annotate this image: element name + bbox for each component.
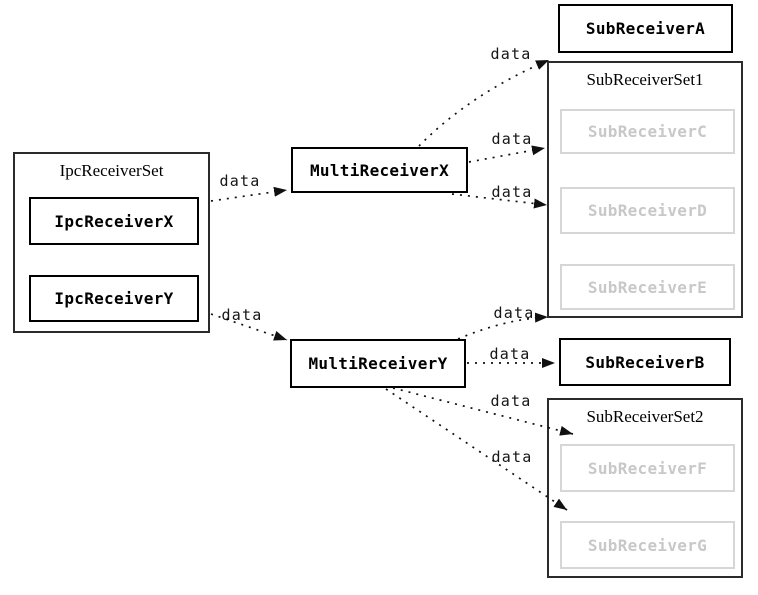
node-subreceiverc: SubReceiverC — [560, 109, 735, 154]
node-label: MultiReceiverX — [309, 160, 450, 180]
edge-label: data — [491, 130, 533, 148]
node-subreceiverb: SubReceiverB — [559, 338, 731, 386]
node-subreceivere: SubReceiverE — [560, 264, 735, 310]
edge-label: data — [489, 345, 531, 363]
edge-label: data — [491, 448, 533, 466]
set-title: IpcReceiverSet — [59, 161, 164, 180]
set-subreceiverset2: SubReceiverSet2 SubReceiverF SubReceiver… — [547, 398, 743, 578]
edge-label: data — [493, 304, 535, 322]
edge-label: data — [490, 45, 532, 63]
set-title: SubReceiverSet2 — [586, 407, 704, 426]
node-subreceiverd: SubReceiverD — [560, 187, 735, 234]
node-multireceivery: MultiReceiverY — [290, 339, 466, 388]
node-label: SubReceiverD — [587, 201, 708, 220]
set-title: SubReceiverSet1 — [586, 70, 704, 89]
edge-multireceivery-to-subreceiverf — [392, 387, 574, 436]
edge-label: data — [221, 306, 263, 324]
set-ipcreceiverset: IpcReceiverSet IpcReceiverX IpcReceiverY — [13, 152, 210, 333]
node-subreceiverg: SubReceiverG — [560, 521, 735, 569]
edge-ipcreceiverset-to-multireceiverx — [210, 186, 288, 202]
set-subreceiverset1: SubReceiverSet1 SubReceiverC SubReceiver… — [547, 61, 743, 318]
node-label: SubReceiverE — [587, 277, 708, 297]
edge-multireceiverx-to-subreceiverc — [468, 145, 546, 163]
node-multireceiverx: MultiReceiverX — [291, 147, 468, 193]
edge-label: data — [491, 183, 533, 201]
node-label: SubReceiverA — [585, 19, 706, 38]
node-label: SubReceiverC — [587, 122, 708, 141]
node-label: SubReceiverF — [587, 458, 708, 478]
edge-label: data — [219, 172, 261, 190]
node-ipcreceiverx: IpcReceiverX — [29, 197, 199, 245]
node-label: MultiReceiverY — [308, 354, 448, 373]
node-label: SubReceiverG — [587, 535, 708, 555]
node-label: SubReceiverB — [585, 352, 705, 372]
edge-label: data — [490, 392, 532, 410]
node-ipcreceivery: IpcReceiverY — [29, 275, 199, 322]
edge-multireceivery-to-subreceiverg — [385, 388, 568, 511]
node-subreceiverf: SubReceiverF — [560, 444, 735, 492]
node-subreceivera: SubReceiverA — [558, 4, 733, 53]
node-label: IpcReceiverY — [54, 289, 174, 308]
node-label: IpcReceiverX — [54, 211, 174, 231]
